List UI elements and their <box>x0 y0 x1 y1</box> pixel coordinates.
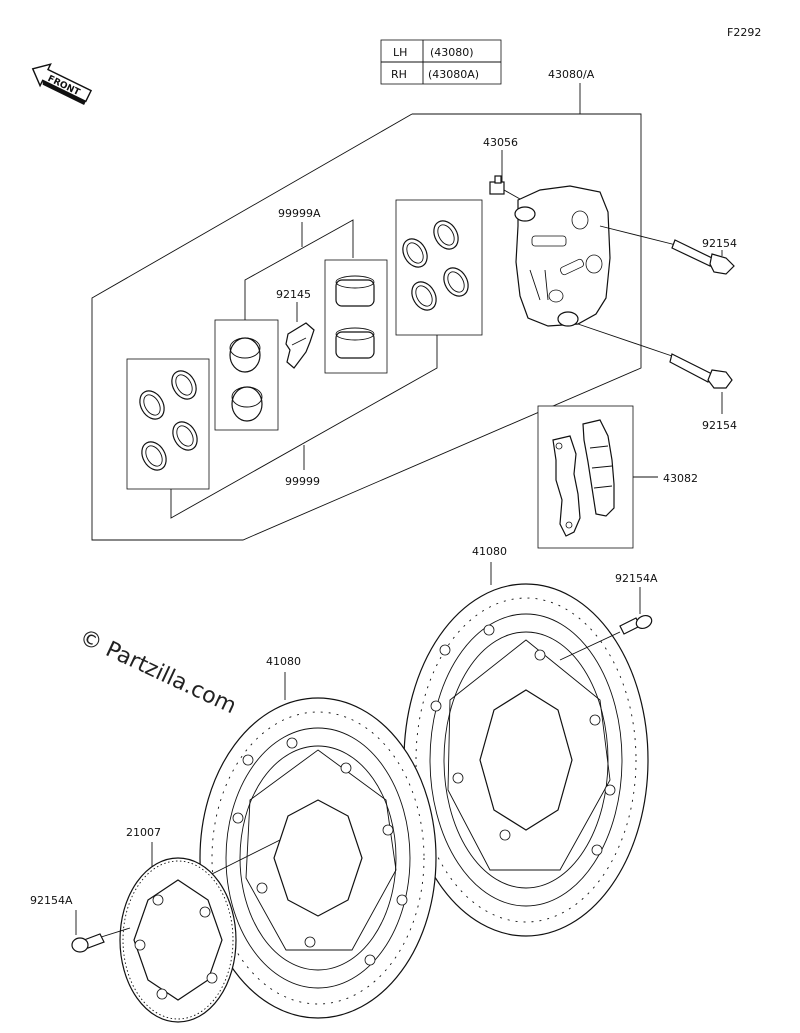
watermark: © Partzilla.com <box>75 625 239 719</box>
caliper-bolt-lower <box>669 353 733 389</box>
table-code-rh: (43080A) <box>428 68 479 81</box>
piston-seal-set <box>126 358 210 490</box>
callout-bolt-lower: 92154 <box>702 419 737 432</box>
callout-disc-bolt-right: 92154A <box>615 572 658 585</box>
table-code-lh: (43080) <box>430 46 474 59</box>
callout-bolt-upper: 92154 <box>702 237 737 250</box>
callout-bleeder: 43056 <box>483 136 518 149</box>
brake-disc-left <box>199 697 437 1019</box>
callout-disc-right: 41080 <box>472 545 507 558</box>
side-table: LH (43080) RH (43080A) <box>380 39 502 85</box>
piston-set <box>214 319 279 431</box>
bleeder-valve <box>489 175 521 200</box>
brake-caliper <box>514 185 611 327</box>
callout-disc-left: 41080 <box>266 655 301 668</box>
callout-rotor-ring: 21007 <box>126 826 161 839</box>
callout-caliper-assy: 43080/A <box>548 68 595 81</box>
table-side-lh: LH <box>393 46 407 59</box>
abs-rotor-ring <box>119 857 237 1023</box>
figure-id: F2292 <box>727 26 761 39</box>
callout-spring: 92145 <box>276 288 311 301</box>
caliper-assembly-outline <box>91 113 642 541</box>
table-side-rh: RH <box>391 68 407 81</box>
callout-seal-kit: 99999 <box>285 475 320 488</box>
disc-bolt-right <box>619 614 653 635</box>
large-piston-set <box>324 259 388 374</box>
callout-disc-bolt-left: 92154A <box>30 894 73 907</box>
callout-seal-kit-a: 99999A <box>278 207 321 220</box>
brake-pad-set <box>537 405 634 549</box>
callout-pads: 43082 <box>663 472 698 485</box>
pad-spring <box>285 322 315 369</box>
seal-set-b <box>395 199 483 336</box>
brake-disc-right <box>403 583 649 937</box>
front-arrow-icon: FRONT <box>31 63 93 105</box>
disc-bolt-left <box>71 933 105 953</box>
caliper-bolt-upper <box>671 239 735 275</box>
